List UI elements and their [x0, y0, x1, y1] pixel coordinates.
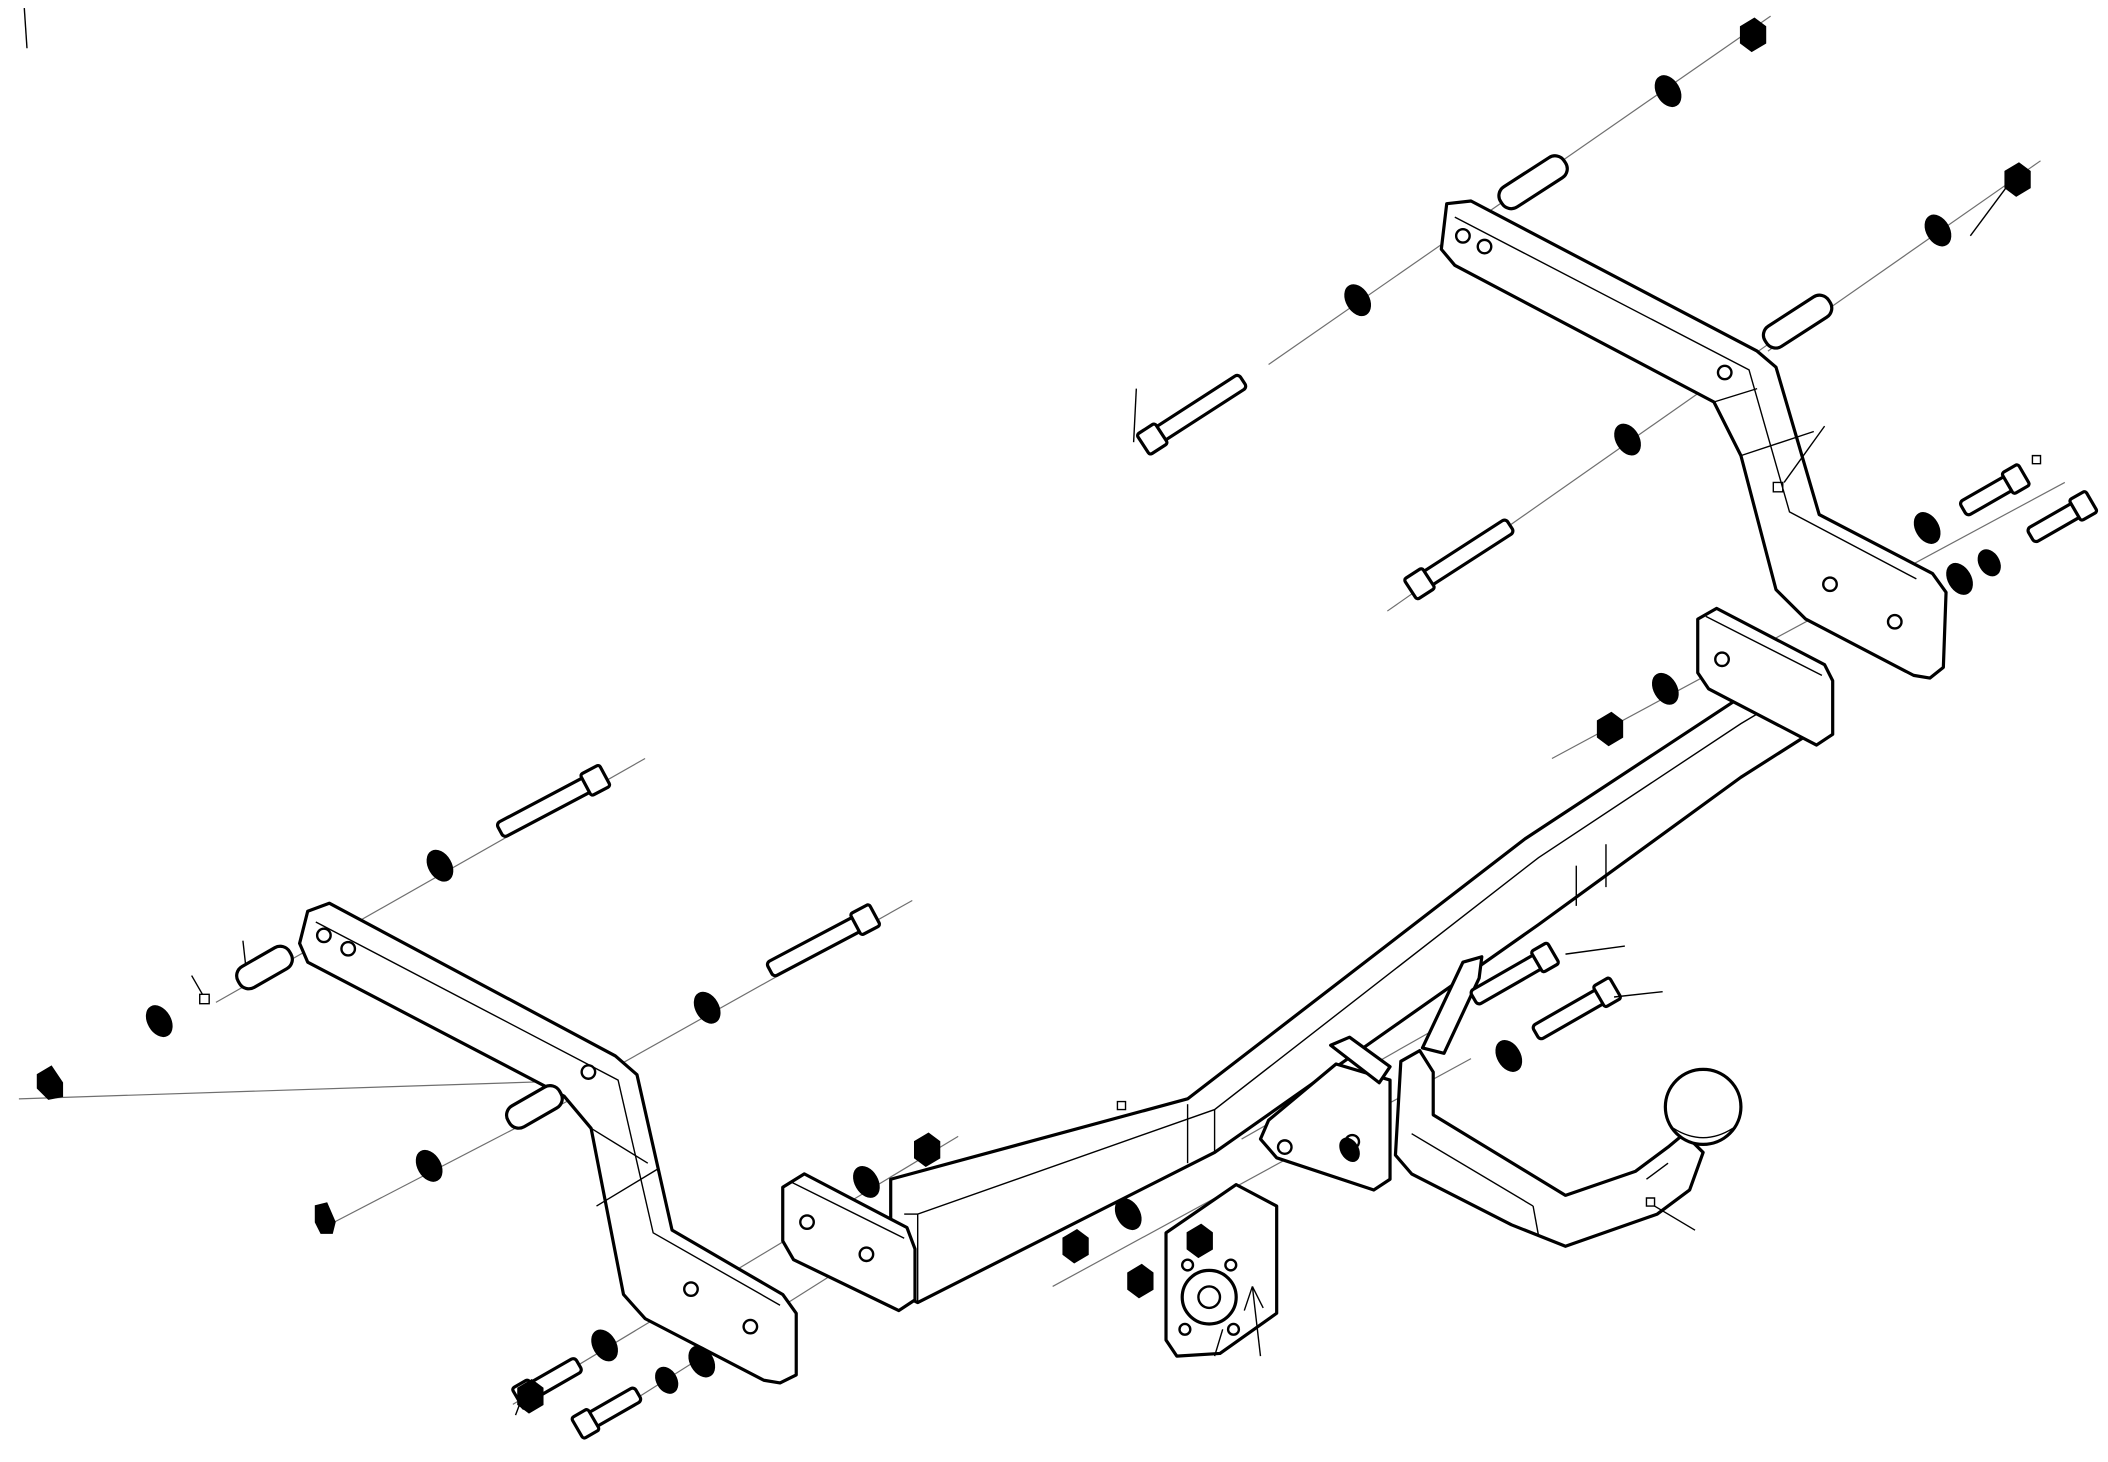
right-side-bracket: [1441, 201, 1946, 678]
left-end-plate: [783, 1174, 915, 1311]
tow-ball: [1665, 1069, 1741, 1144]
spacer-tubes: [233, 152, 1836, 1132]
washers: [142, 72, 2004, 1397]
bolt: [1468, 942, 1560, 1008]
socket-plate: [1166, 1185, 1277, 1357]
bolt: [494, 765, 610, 842]
spacer-tube: [233, 942, 297, 992]
bolt: [571, 1383, 644, 1439]
bolt: [1530, 977, 1622, 1043]
tow-ball-neck: [1395, 957, 1703, 1246]
right-end-plate: [1698, 608, 1833, 745]
leader-lines: [24, 8, 2008, 1415]
clips: [200, 456, 2041, 1206]
left-side-bracket: [300, 903, 797, 1383]
spacer-tube: [1495, 152, 1572, 213]
bolt: [2025, 491, 2098, 547]
bolt: [1137, 371, 1250, 455]
spacer-tube: [503, 1082, 567, 1132]
bolt: [764, 904, 880, 981]
spacer-tube: [1759, 291, 1836, 352]
nuts: [38, 19, 2030, 1413]
bolt: [1957, 464, 2030, 520]
bolt: [1404, 515, 1517, 599]
